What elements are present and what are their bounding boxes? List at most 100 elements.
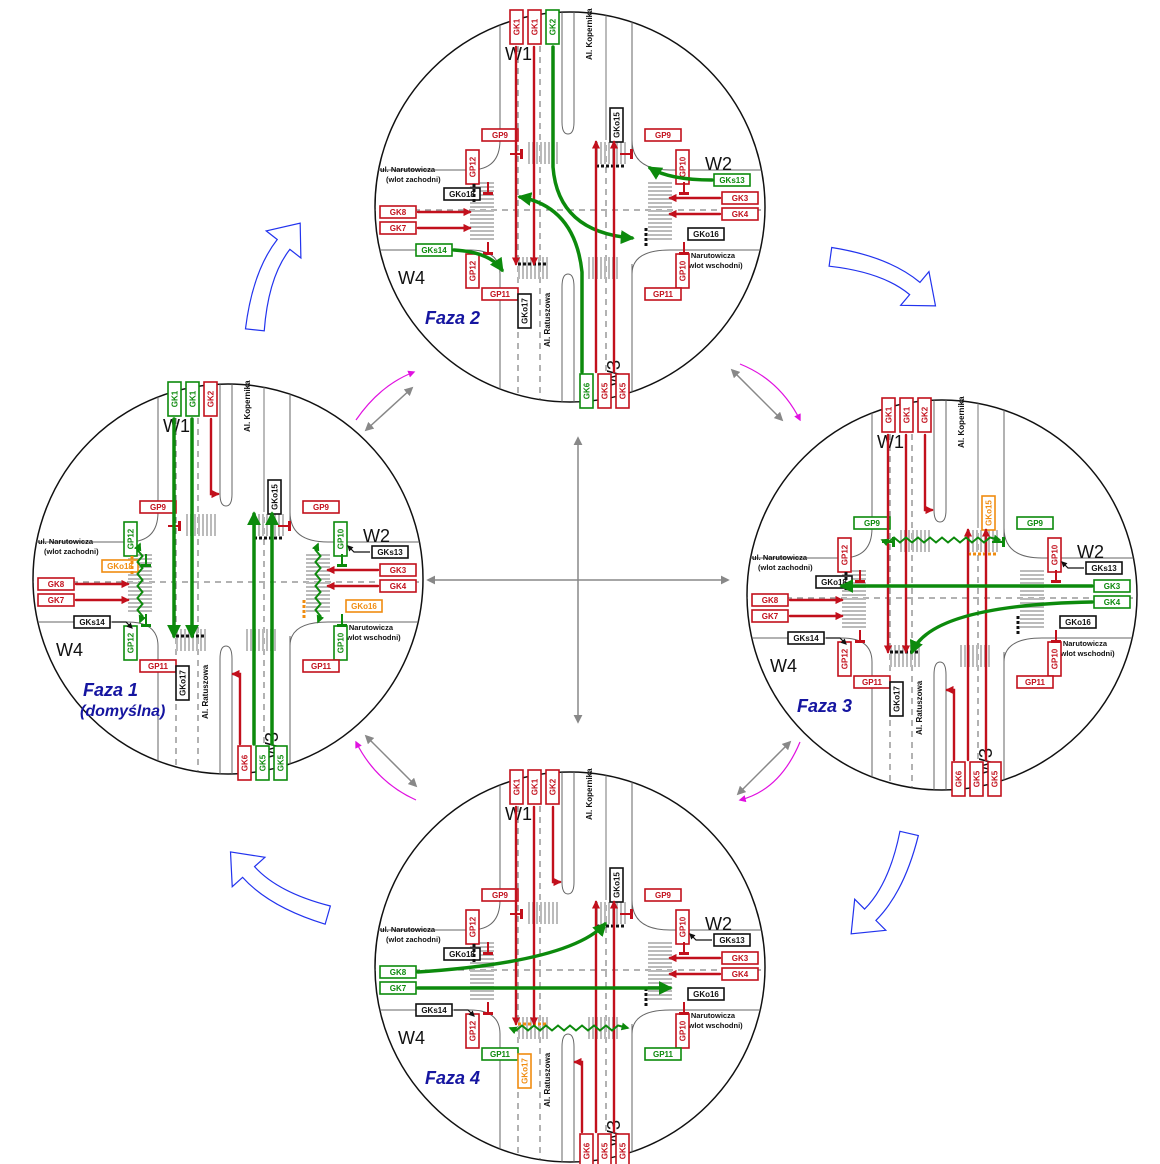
corner-se — [631, 249, 671, 275]
ped-signal-gp10-north — [1051, 570, 1061, 583]
arrow-gk2 — [551, 805, 562, 887]
signal-gp9-west: GP9 — [481, 888, 519, 902]
svg-text:GP11: GP11 — [490, 290, 511, 299]
signal-gp12-north: GP12 — [123, 521, 138, 557]
signal-gks14: GKs14 — [415, 1003, 453, 1017]
label-narutowicza-east: ul. Narutowicza — [1052, 639, 1108, 648]
label-narutowicza-west: ul. Narutowicza — [380, 165, 436, 174]
svg-text:GP9: GP9 — [655, 131, 672, 140]
ped-signal-gp10-south — [1051, 630, 1061, 643]
svg-text:GK2: GK2 — [207, 390, 216, 407]
transition-2-3-magenta — [739, 363, 801, 422]
svg-text:GK3: GK3 — [732, 194, 749, 203]
svg-text:GP10: GP10 — [337, 632, 346, 653]
label-ratuszowa: Al. Ratuszowa — [543, 292, 552, 347]
svg-text:GK4: GK4 — [1104, 598, 1121, 607]
ped-signal-gp10-south — [337, 614, 347, 627]
svg-text:GK4: GK4 — [732, 970, 749, 979]
svg-text:GK8: GK8 — [390, 208, 407, 217]
phase-circle — [374, 771, 766, 1163]
label-kopernika: Al. Kopernika — [243, 380, 252, 432]
svg-text:GK3: GK3 — [1104, 582, 1121, 591]
signal-gko15: GKo15 — [267, 479, 282, 515]
svg-text:GK7: GK7 — [762, 612, 779, 621]
svg-text:GKo16: GKo16 — [693, 230, 719, 239]
svg-text:GKo16: GKo16 — [351, 602, 377, 611]
svg-text:GP9: GP9 — [1027, 519, 1044, 528]
svg-text:GK7: GK7 — [48, 596, 65, 605]
signal-gko16: GKo16 — [345, 599, 383, 613]
signal-gk6: GK6 — [951, 761, 966, 797]
label-ratuszowa: Al. Ratuszowa — [543, 1052, 552, 1107]
label-w1: W1 — [877, 432, 904, 452]
arrow-gks13 — [1061, 561, 1084, 569]
signal-gk3: GK3 — [1093, 579, 1131, 593]
signal-gk1-b: GK1 — [527, 769, 542, 805]
signal-gko15: GKo15 — [609, 867, 624, 903]
label-ratuszowa: Al. Ratuszowa — [915, 680, 924, 735]
svg-text:GP11: GP11 — [653, 1050, 674, 1059]
svg-text:GKo15: GKo15 — [613, 872, 622, 898]
signal-gk5-a: GK5 — [597, 373, 612, 409]
svg-text:GP12: GP12 — [469, 260, 478, 281]
ped-signal-gp12-north — [855, 570, 865, 583]
phase-title: Faza 2 — [425, 308, 480, 328]
label-narutowicza-east: ul. Narutowicza — [680, 1011, 736, 1020]
label-wlot-zachodni: (wlot zachodni) — [386, 935, 441, 944]
ped-signal-gp12-south — [483, 242, 493, 255]
label-wlot-wschodni: (wlot wschodni) — [344, 633, 401, 642]
cycle-arrow-3-to-4 — [850, 830, 920, 935]
phase-title: Faza 3 — [797, 696, 852, 716]
signal-gp12-north: GP12 — [837, 537, 852, 573]
signal-gko17: GKo17 — [517, 1053, 532, 1089]
signal-gp12-south: GP12 — [465, 1013, 480, 1049]
signal-gko15: GKo15 — [609, 107, 624, 143]
transition-3-4-magenta — [738, 741, 801, 803]
signal-gk8: GK8 — [379, 965, 417, 979]
svg-text:GP9: GP9 — [313, 503, 330, 512]
svg-text:GKo18: GKo18 — [449, 190, 475, 199]
arrow-gk6 — [231, 669, 242, 746]
ped-signal-gp10-south — [679, 1002, 689, 1015]
median-south — [561, 273, 575, 402]
svg-text:GKs13: GKs13 — [1091, 564, 1117, 573]
signal-gk2: GK2 — [917, 397, 932, 433]
svg-text:GP10: GP10 — [337, 528, 346, 549]
label-w2: W2 — [363, 526, 390, 546]
svg-text:GK1: GK1 — [189, 390, 198, 407]
arrow-gk2 — [209, 417, 220, 499]
label-narutowicza-east: ul. Narutowicza — [338, 623, 394, 632]
svg-text:GK8: GK8 — [390, 968, 407, 977]
label-kopernika: Al. Kopernika — [957, 396, 966, 448]
svg-text:GK6: GK6 — [583, 382, 592, 399]
svg-text:GK1: GK1 — [531, 778, 540, 795]
ped-signal-gp9-east — [278, 521, 291, 531]
arrow-gks14 — [454, 1009, 475, 1017]
arrow-gk6 — [945, 685, 956, 762]
corner-se — [631, 1009, 671, 1035]
svg-text:GK3: GK3 — [732, 954, 749, 963]
cycle-arrow-1-to-2 — [244, 222, 302, 332]
signal-gp12-south: GP12 — [465, 253, 480, 289]
svg-text:GKs13: GKs13 — [719, 936, 745, 945]
signal-gp12-north: GP12 — [465, 909, 480, 945]
signal-gp11-west: GP11 — [853, 675, 891, 689]
signal-gks13: GKs13 — [713, 933, 751, 947]
svg-text:GK1: GK1 — [885, 406, 894, 423]
svg-text:GKo17: GKo17 — [521, 298, 530, 324]
label-w4: W4 — [56, 640, 83, 660]
signal-gko16: GKo16 — [687, 227, 725, 241]
corner-ne — [631, 899, 671, 931]
svg-text:GK4: GK4 — [390, 582, 407, 591]
center-cross — [426, 436, 730, 724]
svg-text:GK1: GK1 — [903, 406, 912, 423]
svg-text:GK5: GK5 — [601, 382, 610, 399]
signal-gp9-east: GP9 — [302, 500, 340, 514]
svg-text:GK8: GK8 — [762, 596, 779, 605]
label-wlot-wschodni: (wlot wschodni) — [686, 1021, 743, 1030]
signal-gp10-north: GP10 — [333, 521, 348, 557]
signal-gp11-west: GP11 — [481, 287, 519, 301]
arrow-gk2 — [923, 433, 934, 515]
